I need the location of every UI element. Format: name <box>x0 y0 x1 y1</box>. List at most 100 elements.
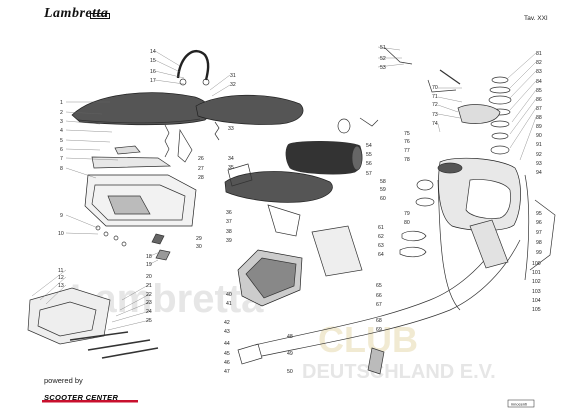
label-87: 87 <box>536 106 542 112</box>
label-63: 63 <box>378 243 384 249</box>
washer-stack <box>491 76 509 84</box>
label-90: 90 <box>536 133 542 139</box>
spanner-1 <box>69 331 129 341</box>
label-8: 8 <box>60 166 63 172</box>
spanner-2 <box>87 339 151 351</box>
label-53: 53 <box>380 65 386 71</box>
label-73: 73 <box>432 112 438 118</box>
label-52: 52 <box>380 56 386 62</box>
label-3: 3 <box>60 119 63 125</box>
label-37: 37 <box>226 219 232 225</box>
label-41: 41 <box>226 301 232 307</box>
label-71: 71 <box>432 94 438 100</box>
label-17: 17 <box>150 78 156 84</box>
label-48: 48 <box>287 334 293 340</box>
label-76: 76 <box>404 139 410 145</box>
label-67: 67 <box>376 302 382 308</box>
part-number-labels: 1 2 3 4 5 6 7 8 9 10 11 12 13 14 15 16 1… <box>58 45 542 375</box>
watermark-country: DEUTSCHLAND E.V. <box>302 361 496 383</box>
plate-number: Tav. XXI <box>524 15 548 22</box>
cable-side <box>437 179 461 311</box>
label-54: 54 <box>366 143 372 149</box>
label-7: 7 <box>60 156 63 162</box>
tool-box-cylinder <box>285 141 363 175</box>
saddle-spring-right <box>214 121 220 141</box>
label-2: 2 <box>60 110 63 116</box>
label-66: 66 <box>376 293 382 299</box>
label-49: 49 <box>287 351 293 357</box>
label-68: 68 <box>376 318 382 324</box>
cable-end-fitting <box>237 343 263 365</box>
innocenti-badge: innocenti <box>90 13 111 19</box>
label-5: 5 <box>60 138 63 144</box>
label-94: 94 <box>536 170 542 176</box>
label-10: 10 <box>58 231 64 237</box>
cable-clamp-b <box>399 246 427 258</box>
label-81: 81 <box>536 51 542 57</box>
cable-long-a <box>254 239 501 346</box>
saddle-middle <box>224 171 333 203</box>
saddle-rear <box>195 94 304 125</box>
label-104: 104 <box>532 298 541 304</box>
label-92: 92 <box>536 152 542 158</box>
label-61: 61 <box>378 225 384 231</box>
cable-clamp-a <box>401 230 427 242</box>
tank-cap <box>437 162 463 174</box>
label-25: 25 <box>146 318 152 324</box>
label-19: 19 <box>146 262 152 268</box>
cable-bracket <box>367 347 385 375</box>
saddle-mount-bracket <box>267 204 301 237</box>
powered-by-label: powered by <box>44 376 83 385</box>
grab-handle-bolt <box>179 78 187 86</box>
label-42: 42 <box>224 320 230 326</box>
label-80: 80 <box>404 220 410 226</box>
label-51: 51 <box>380 45 386 51</box>
label-27: 27 <box>198 166 204 172</box>
label-36: 36 <box>226 210 232 216</box>
label-30: 30 <box>196 244 202 250</box>
label-45: 45 <box>224 351 230 357</box>
label-13: 13 <box>58 283 64 289</box>
label-50: 50 <box>287 369 293 375</box>
label-103: 103 <box>532 289 541 295</box>
label-24: 24 <box>146 309 152 315</box>
label-78: 78 <box>404 157 410 163</box>
label-55: 55 <box>366 152 372 158</box>
label-11: 11 <box>58 268 63 274</box>
label-43: 43 <box>224 329 230 335</box>
label-65: 65 <box>376 283 382 289</box>
label-99: 99 <box>536 250 542 256</box>
label-38: 38 <box>226 229 232 235</box>
label-4: 4 <box>60 128 63 134</box>
saddle-front <box>71 92 211 126</box>
label-29: 29 <box>196 236 202 242</box>
headlamp-rim <box>91 156 172 169</box>
screwdriver <box>101 347 159 359</box>
label-47: 47 <box>224 369 230 375</box>
corner-badge: innocenti <box>511 402 527 407</box>
label-100: 100 <box>532 261 541 267</box>
label-26: 26 <box>198 156 204 162</box>
saddle-bracket <box>177 128 193 163</box>
label-85: 85 <box>536 88 542 94</box>
label-60: 60 <box>380 196 386 202</box>
lambretta-logo: Lambretta <box>44 6 109 21</box>
label-86: 86 <box>536 97 542 103</box>
label-95: 95 <box>536 211 542 217</box>
label-58: 58 <box>380 179 386 185</box>
label-59: 59 <box>380 187 386 193</box>
label-83: 83 <box>536 69 542 75</box>
label-40: 40 <box>226 292 232 298</box>
label-32: 32 <box>230 82 236 88</box>
label-96: 96 <box>536 220 542 226</box>
label-57: 57 <box>366 171 372 177</box>
label-69: 69 <box>376 327 382 333</box>
label-88: 88 <box>536 115 542 121</box>
label-15: 15 <box>150 58 156 64</box>
label-70: 70 <box>432 85 438 91</box>
label-12: 12 <box>58 275 64 281</box>
label-23: 23 <box>146 300 152 306</box>
label-56: 56 <box>366 161 372 167</box>
label-22: 22 <box>146 292 152 298</box>
